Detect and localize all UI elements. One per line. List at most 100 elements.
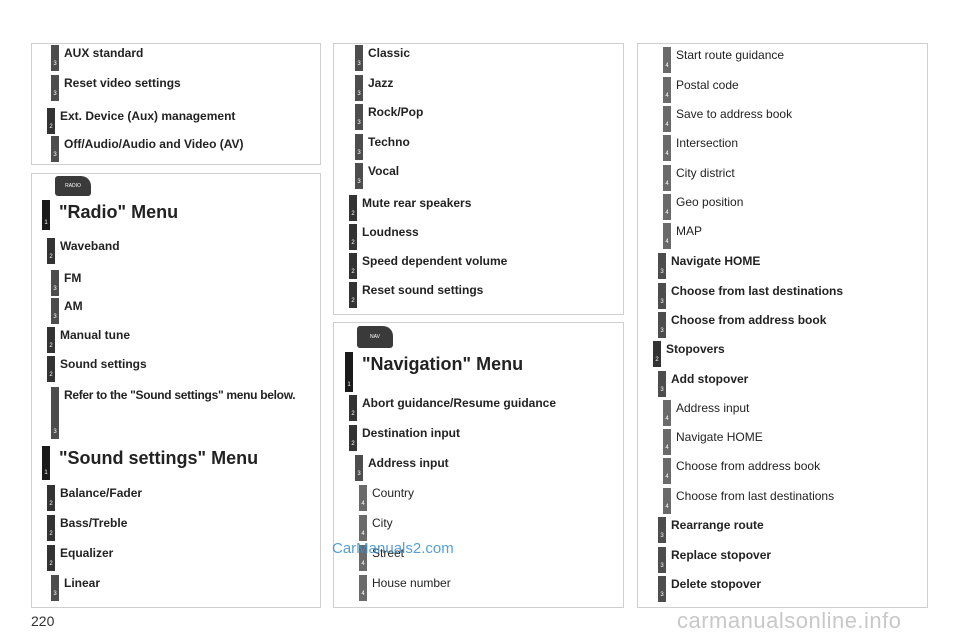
- menu-item-label: Equalizer: [60, 546, 114, 560]
- radio-tab-icon: RADIO: [55, 176, 91, 196]
- menu-item-label: Abort guidance/Resume guidance: [362, 396, 557, 410]
- level-badge: 2: [47, 238, 55, 264]
- level-badge: 1: [345, 352, 353, 392]
- level-badge: 2: [47, 485, 55, 511]
- level-badge: 3: [658, 371, 666, 397]
- level-badge: 4: [359, 545, 367, 571]
- level-badge: 2: [47, 108, 55, 134]
- level-badge: 4: [663, 194, 671, 220]
- menu-item-label: Jazz: [368, 76, 394, 90]
- menu-item-label: Sound settings: [60, 357, 147, 371]
- level-badge: 2: [349, 195, 357, 221]
- level-badge: 2: [349, 425, 357, 451]
- menu-item-label: Mute rear speakers: [362, 196, 472, 210]
- menu-item-label: Choose from last destinations: [671, 284, 844, 298]
- level-badge: 2: [349, 395, 357, 421]
- menu-item-label: Off/Audio/Audio and Video (AV): [64, 137, 244, 151]
- radio-menu-title: "Radio" Menu: [59, 202, 179, 222]
- menu-item-label: Geo position: [676, 195, 744, 209]
- level-badge: 3: [658, 253, 666, 279]
- menu-item-label: Rock/Pop: [368, 105, 424, 119]
- level-badge: 3: [51, 575, 59, 601]
- level-badge: 4: [663, 77, 671, 103]
- sound-menu-title: "Sound settings" Menu: [59, 448, 259, 468]
- level-badge: 2: [349, 253, 357, 279]
- menu-item-label: Ext. Device (Aux) management: [60, 109, 236, 123]
- menu-item-label: Navigate HOME: [671, 254, 761, 268]
- level-badge: 4: [359, 515, 367, 541]
- menu-item-label: Techno: [368, 135, 410, 149]
- level-badge: 2: [47, 545, 55, 571]
- menu-item-label: Navigate HOME: [676, 430, 763, 444]
- menu-item-label: Manual tune: [60, 328, 131, 342]
- panel-navigation-continued: [637, 43, 928, 608]
- level-badge: 2: [47, 327, 55, 353]
- menu-item-label: Speed dependent volume: [362, 254, 508, 268]
- level-badge: 3: [658, 312, 666, 338]
- panel-navigation: [333, 322, 624, 608]
- nav-tab-icon: NAV: [357, 326, 393, 348]
- menu-item-label: Address input: [368, 456, 449, 470]
- panel-sound-options: [333, 43, 624, 315]
- menu-item-label: Loudness: [362, 225, 419, 239]
- menu-item-label: Street: [372, 546, 405, 560]
- menu-item-label: Linear: [64, 576, 101, 590]
- level-badge: 3: [355, 45, 363, 71]
- menu-item-label: City: [372, 516, 393, 530]
- nav-menu-title: "Navigation" Menu: [362, 354, 524, 374]
- menu-item-label: Delete stopover: [671, 577, 762, 591]
- menu-item-label: Classic: [368, 46, 411, 60]
- menu-item-label: Destination input: [362, 426, 460, 440]
- level-badge: 4: [663, 400, 671, 426]
- level-badge: 4: [663, 223, 671, 249]
- watermark-bottom: carmanualsonline.info: [677, 608, 902, 633]
- menu-item-label: Reset sound settings: [362, 283, 484, 297]
- menu-item-label: City district: [676, 166, 735, 180]
- menu-item-label: AUX standard: [64, 46, 144, 60]
- menu-item-label: Balance/Fader: [60, 486, 143, 500]
- menu-item-label: Refer to the "Sound settings" menu below…: [64, 388, 296, 402]
- level-badge: 3: [658, 576, 666, 602]
- level-badge: 4: [663, 47, 671, 73]
- level-badge: 3: [51, 75, 59, 101]
- level-badge: 4: [663, 429, 671, 455]
- menu-item-label: Replace stopover: [671, 548, 772, 562]
- panel-aux: [31, 43, 321, 165]
- level-badge: 2: [47, 356, 55, 382]
- level-badge: 3: [355, 163, 363, 189]
- menu-item-label: FM: [64, 271, 82, 285]
- level-badge: 2: [653, 341, 661, 367]
- menu-item-label: Save to address book: [676, 107, 793, 121]
- level-badge: 2: [349, 224, 357, 250]
- level-badge: 1: [42, 446, 50, 480]
- level-badge: 3: [658, 283, 666, 309]
- level-badge: 2: [47, 515, 55, 541]
- level-badge: 1: [42, 200, 50, 230]
- level-badge: 3: [51, 136, 59, 162]
- level-badge: 4: [359, 575, 367, 601]
- level-badge: 4: [663, 488, 671, 514]
- level-badge: 4: [663, 458, 671, 484]
- level-badge: 2: [349, 282, 357, 308]
- panel-radio-sound: [31, 173, 321, 608]
- level-badge: 4: [359, 485, 367, 511]
- menu-item-label: Rearrange route: [671, 518, 764, 532]
- level-badge: 3: [355, 75, 363, 101]
- level-badge: 3: [355, 104, 363, 130]
- menu-item-label: Choose from address book: [671, 313, 827, 327]
- menu-item-label: Postal code: [676, 78, 739, 92]
- level-badge: 4: [663, 165, 671, 191]
- level-badge: 3: [51, 387, 59, 439]
- menu-item-label: House number: [372, 576, 451, 590]
- radio-tab-label: RADIO: [65, 183, 81, 189]
- level-badge: 3: [51, 270, 59, 296]
- level-badge: 3: [355, 455, 363, 481]
- level-badge: 3: [355, 134, 363, 160]
- menu-item-label: Vocal: [368, 164, 400, 178]
- level-badge: 3: [51, 298, 59, 324]
- page-number: 220: [31, 613, 55, 629]
- menu-item-label: Reset video settings: [64, 76, 181, 90]
- menu-item-label: Add stopover: [671, 372, 749, 386]
- menu-item-label: Start route guidance: [676, 48, 785, 62]
- level-badge: 3: [658, 517, 666, 543]
